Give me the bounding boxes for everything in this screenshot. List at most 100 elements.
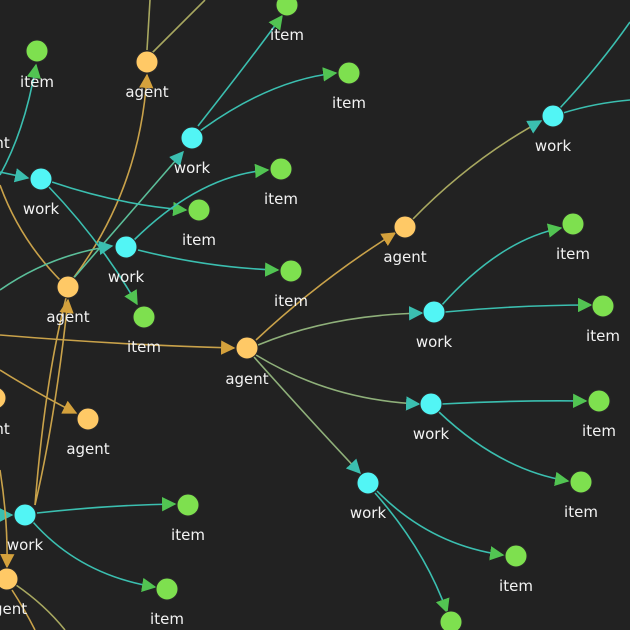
- item-node[interactable]: item: [171, 493, 205, 544]
- item-node-circle: [275, 0, 299, 17]
- edge: [253, 356, 361, 475]
- edge: [149, 0, 206, 56]
- work-node[interactable]: work: [108, 235, 145, 286]
- item-node-circle: [587, 389, 611, 413]
- edge: [411, 120, 543, 221]
- item-node[interactable]: item: [270, 0, 304, 44]
- node-label: work: [23, 200, 60, 218]
- edge: [11, 589, 36, 630]
- agent-node[interactable]: nt: [0, 134, 10, 152]
- edge: [71, 150, 184, 281]
- item-node-circle: [439, 610, 463, 630]
- item-node-circle: [187, 198, 211, 222]
- agent-node-circle: [76, 407, 100, 431]
- edge: [0, 469, 15, 569]
- agent-node[interactable]: agent: [383, 215, 427, 266]
- edge: [440, 223, 563, 307]
- edge: [0, 184, 63, 283]
- node-label: item: [586, 327, 620, 345]
- edge: [559, 21, 630, 109]
- item-node[interactable]: [439, 610, 463, 630]
- work-node[interactable]: work: [174, 126, 211, 177]
- agent-node[interactable]: agent: [66, 407, 110, 458]
- agent-node[interactable]: agent: [46, 275, 90, 326]
- edge: [0, 334, 236, 355]
- edge: [255, 232, 397, 341]
- node-label: item: [499, 577, 533, 595]
- node-label: work: [535, 137, 572, 155]
- agent-node-circle: [135, 50, 159, 74]
- node-label: agent: [225, 370, 268, 388]
- item-node[interactable]: item: [586, 294, 620, 345]
- agent-node[interactable]: nt: [0, 387, 10, 438]
- edge: [255, 354, 421, 411]
- edge: [34, 298, 74, 506]
- item-node[interactable]: item: [582, 389, 616, 440]
- item-node[interactable]: item: [150, 577, 184, 628]
- node-label: gent: [0, 600, 27, 618]
- agent-node-circle: [393, 215, 417, 239]
- work-node-circle: [356, 471, 380, 495]
- node-label: agent: [383, 248, 426, 266]
- edge: [444, 297, 593, 313]
- agent-node-circle: [235, 336, 259, 360]
- item-node-circle: [176, 493, 200, 517]
- item-node-circle: [561, 212, 585, 236]
- node-label: item: [182, 231, 216, 249]
- edge: [438, 411, 570, 487]
- item-node[interactable]: item: [499, 544, 533, 595]
- item-node[interactable]: item: [20, 39, 54, 91]
- agent-node-circle: [56, 275, 80, 299]
- node-label: nt: [0, 134, 10, 152]
- node-label: agent: [46, 308, 89, 326]
- node-label: work: [413, 425, 450, 443]
- node-label: agent: [125, 83, 168, 101]
- agent-node[interactable]: agent: [125, 50, 169, 101]
- node-label: item: [332, 94, 366, 112]
- edge: [51, 181, 188, 217]
- work-node[interactable]: work: [7, 503, 44, 554]
- node-label: item: [564, 503, 598, 521]
- edge: [47, 185, 138, 306]
- work-node[interactable]: work: [416, 300, 453, 351]
- edge: [34, 297, 67, 506]
- edge: [0, 369, 78, 414]
- agent-node[interactable]: gent: [0, 567, 27, 618]
- work-node[interactable]: work: [23, 167, 60, 218]
- work-node-circle: [29, 167, 53, 191]
- node-label: item: [274, 292, 308, 310]
- node-label: item: [150, 610, 184, 628]
- work-node[interactable]: work: [350, 471, 387, 522]
- node-label: item: [20, 73, 54, 91]
- item-node[interactable]: item: [274, 259, 308, 310]
- item-node[interactable]: item: [182, 198, 216, 249]
- work-node-circle: [541, 104, 565, 128]
- edge: [0, 240, 114, 291]
- item-node[interactable]: item: [332, 61, 366, 112]
- node-label: work: [174, 159, 211, 177]
- item-node[interactable]: item: [556, 212, 590, 263]
- node-label: work: [7, 536, 44, 554]
- edge: [133, 163, 270, 241]
- item-node[interactable]: item: [127, 305, 161, 356]
- edge: [441, 393, 588, 409]
- work-node-circle: [114, 235, 138, 259]
- work-node[interactable]: work: [413, 392, 450, 443]
- item-node-circle: [132, 305, 156, 329]
- work-node[interactable]: work: [535, 104, 572, 155]
- item-node[interactable]: item: [264, 157, 298, 208]
- node-label: item: [582, 422, 616, 440]
- edge: [32, 521, 157, 593]
- item-node[interactable]: item: [564, 470, 598, 521]
- edge: [257, 306, 424, 346]
- node-label: nt: [0, 420, 10, 438]
- agent-node[interactable]: agent: [225, 336, 269, 388]
- node-label: item: [264, 190, 298, 208]
- item-node-circle: [569, 470, 593, 494]
- edge: [146, 0, 151, 51]
- item-node-circle: [155, 577, 179, 601]
